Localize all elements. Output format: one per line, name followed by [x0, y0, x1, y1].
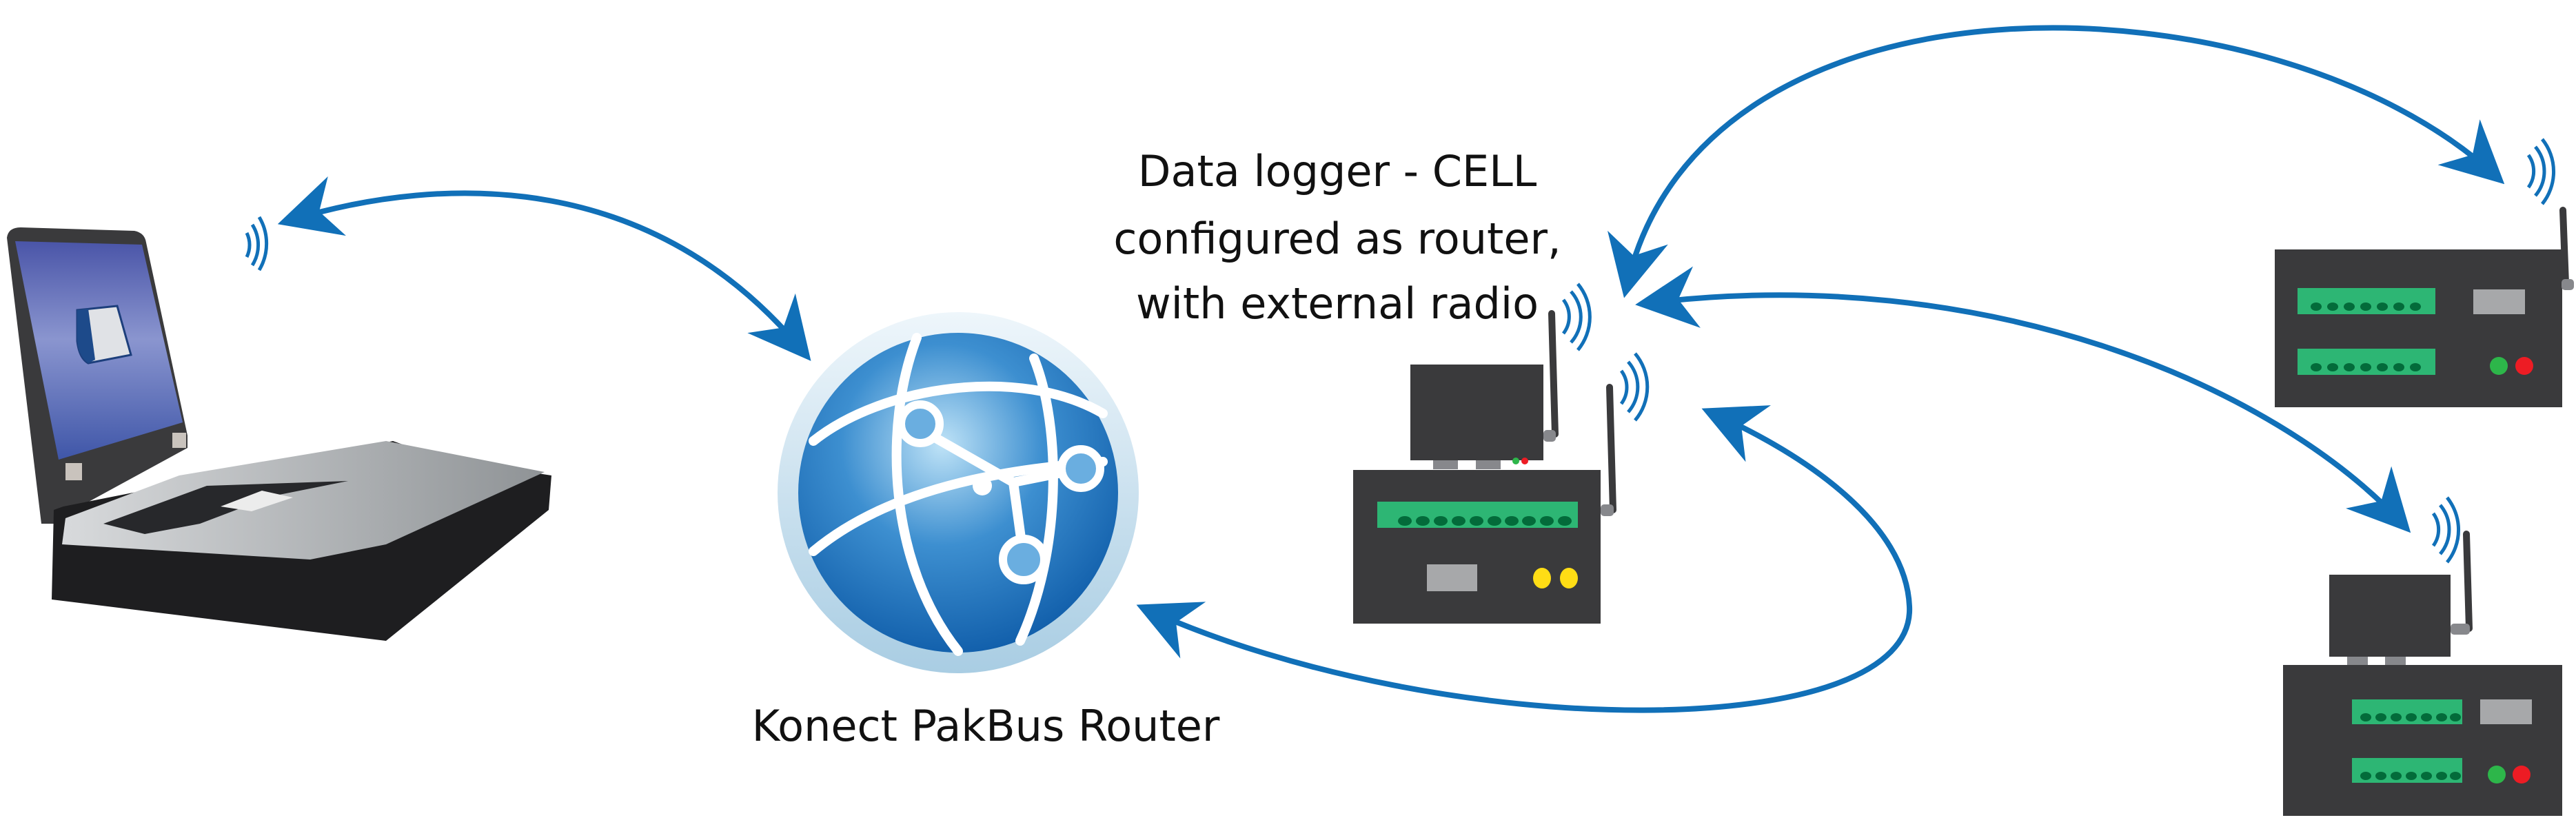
links — [277, 25, 2505, 713]
link-logger-cell-bottom-right — [1635, 266, 2411, 533]
logger-cell-label-line-1: Data logger - CELL — [1138, 146, 1537, 196]
datalogger-icon — [2275, 207, 2574, 407]
wireless-signal-icon — [2526, 138, 2555, 205]
logger-cell-label-line-2: configured as router, — [1113, 214, 1561, 264]
datalogger-with-cell-modem-icon — [1353, 310, 1616, 624]
wireless-signal-icon — [1561, 283, 1650, 422]
link-laptop-router — [277, 176, 811, 361]
laptop-wireless-icon — [245, 216, 269, 271]
cell-modem — [1410, 365, 1543, 460]
globe-network-icon — [778, 312, 1139, 673]
logger-cell-label-line-3: with external radio — [1136, 278, 1539, 329]
laptop-icon — [7, 227, 551, 641]
datalogger-with-radio-icon — [2283, 531, 2562, 816]
router-label: Konect PakBus Router — [752, 701, 1220, 751]
link-logger-cell-top-right — [1608, 25, 2505, 298]
wireless-signal-icon — [2431, 496, 2460, 564]
